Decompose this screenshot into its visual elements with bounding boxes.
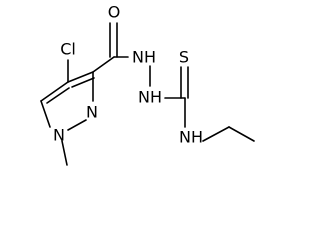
bond-n1-methyl (61, 140, 68, 166)
atom-label-n-ring-2: N (86, 103, 98, 122)
atom-label-nh-ethyl: NH (179, 128, 203, 147)
bond-c3-c4 (67, 71, 94, 83)
bond-c5-c4 (40, 81, 69, 102)
bond-c3-carbonyl (92, 56, 115, 73)
bond-c3-c4-inner (71, 77, 95, 88)
atom-label-o: O (108, 3, 121, 22)
bond-c5-c4-inner (46, 87, 70, 104)
molecule-structure-diagram: Cl O S N N NH NH NH (40, 3, 255, 166)
bond-nh-ethyl-ch2 (202, 126, 230, 142)
atom-label-n-ring-1: N (53, 126, 65, 145)
atom-label-nh-hydrazide-1: NH (132, 48, 156, 67)
atom-labels: Cl O S N N NH NH NH (53, 3, 203, 147)
bonds (40, 22, 255, 166)
atom-label-nh-hydrazide-2: NH (138, 88, 162, 107)
atom-label-s: S (179, 48, 189, 67)
atom-label-cl: Cl (60, 40, 76, 59)
bond-n1-c5 (40, 100, 51, 128)
bond-ch2-ch3 (228, 126, 255, 142)
bond-n2-n1 (67, 119, 87, 131)
